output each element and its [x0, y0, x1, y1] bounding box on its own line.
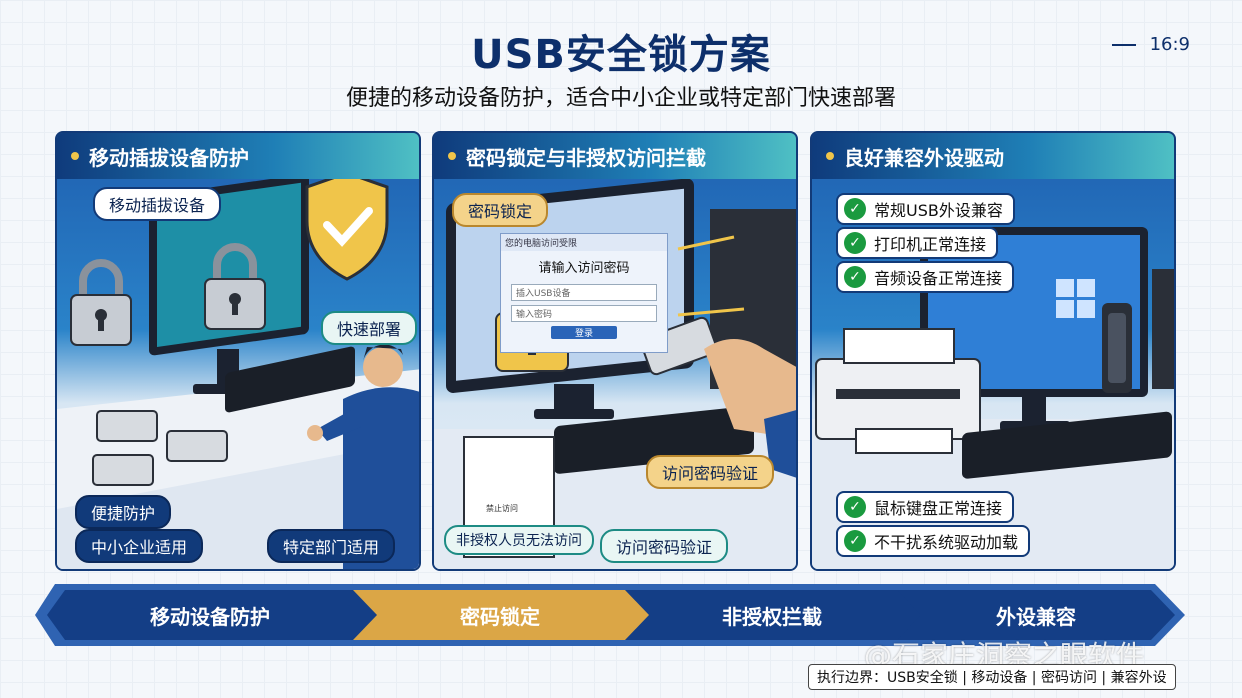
keyboard — [225, 346, 355, 413]
panel-header: 移动插拔设备防护 — [57, 133, 419, 179]
padlock-icon — [204, 243, 266, 330]
windows-logo-icon — [1056, 279, 1095, 318]
tag-mobile-device: 移动插拔设备 — [93, 187, 222, 221]
usb-hub — [96, 410, 158, 442]
flow-bar-arrows — [35, 584, 1185, 646]
login-dialog: 您的电脑访问受限 请输入访问密码 插入USB设备 输入密码 登录 — [500, 233, 668, 353]
tag-password-lock: 密码锁定 — [452, 193, 549, 227]
pc-tower — [1152, 269, 1174, 389]
check-label: 打印机正常连接 — [874, 235, 987, 254]
tag-fast-deploy: 快速部署 — [321, 311, 418, 345]
check-icon: ✓ — [844, 496, 866, 518]
check-label: 鼠标键盘正常连接 — [874, 499, 1003, 518]
tag-convenient-protection: 便捷防护 — [75, 495, 172, 529]
document-label: 禁止访问 — [486, 504, 518, 513]
panel-header: 良好兼容外设驱动 — [812, 133, 1174, 179]
check-icon: ✓ — [844, 530, 866, 552]
aspect-ratio-label: 16:9 — [1111, 34, 1190, 55]
page-title: USB安全锁方案 — [471, 32, 771, 78]
arrow-icon — [677, 307, 745, 317]
padlock-icon — [70, 259, 132, 346]
printer-icon — [815, 328, 981, 454]
tag-password-verify-2: 访问密码验证 — [600, 529, 729, 563]
check-item: ✓ 打印机正常连接 — [836, 227, 999, 259]
panel-title: 密码锁定与非授权访问拦截 — [466, 145, 706, 170]
panel-mobile-device-protection: 移动插拔设备防护 — [55, 131, 421, 571]
footer-boundary-note: 执行边界：USB安全锁 | 移动设备 | 密码访问 | 兼容外设 — [808, 664, 1176, 690]
check-icon: ✓ — [844, 266, 866, 288]
flow-step-2: 密码锁定 — [460, 604, 540, 629]
check-item: ✓ 鼠标键盘正常连接 — [836, 491, 1015, 523]
monitor-stand — [1022, 394, 1046, 424]
panel-title: 良好兼容外设驱动 — [844, 145, 1004, 170]
check-label: 常规USB外设兼容 — [874, 201, 1003, 220]
flow-segment-bg — [353, 590, 651, 640]
dash-icon — [1111, 43, 1136, 46]
flow-step-3: 非授权拦截 — [722, 604, 822, 629]
aspect-ratio-text: 16:9 — [1149, 34, 1190, 55]
arrow-icon — [677, 235, 735, 251]
flow-step-4: 外设兼容 — [996, 604, 1076, 629]
usb-field[interactable]: 插入USB设备 — [511, 284, 657, 301]
panel-title: 移动插拔设备防护 — [89, 145, 249, 170]
dialog-header: 您的电脑访问受限 — [501, 234, 667, 251]
check-label: 不干扰系统驱动加载 — [874, 533, 1019, 552]
flow-segment-bg — [47, 590, 379, 640]
flow-segment-bg — [897, 590, 1175, 640]
panel-password-lock: 密码锁定与非授权访问拦截 您的电脑访问受限 请输入访问密码 插入USB设备 输入… — [432, 131, 798, 571]
flow-bar: 移动设备防护 密码锁定 非授权拦截 外设兼容 — [35, 584, 1185, 646]
page-subtitle: 便捷的移动设备防护，适合中小企业或特定部门快速部署 — [345, 86, 896, 111]
hand-holding-usb — [640, 316, 796, 478]
tag-smb-suitable: 中小企业适用 — [75, 529, 204, 563]
bullet-icon — [448, 152, 456, 160]
flow-step-1: 移动设备防护 — [150, 604, 270, 629]
bullet-icon — [826, 152, 834, 160]
dialog-prompt: 请输入访问密码 — [538, 261, 630, 276]
panel-peripheral-compat: 良好兼容外设驱动 ✓ 常规USB外设兼容 ✓ 打印机正常连接 ✓ — [810, 131, 1176, 571]
check-icon: ✓ — [844, 232, 866, 254]
tag-department-suitable: 特定部门适用 — [267, 529, 396, 563]
login-button[interactable]: 登录 — [551, 326, 617, 339]
check-item: ✓ 音频设备正常连接 — [836, 261, 1015, 293]
shield-check-icon — [305, 179, 389, 281]
check-icon: ✓ — [844, 198, 866, 220]
monitor-base — [534, 409, 614, 419]
check-item: ✓ 不干扰系统驱动加载 — [836, 525, 1031, 557]
tag-password-verify: 访问密码验证 — [646, 455, 775, 489]
password-field[interactable]: 输入密码 — [511, 305, 657, 322]
tag-unauthorized-blocked: 非授权人员无法访问 — [444, 525, 594, 555]
usb-hub — [92, 454, 154, 486]
panel-illustration — [57, 179, 419, 569]
check-label: 音频设备正常连接 — [874, 269, 1003, 288]
check-item: ✓ 常规USB外设兼容 — [836, 193, 1015, 225]
panel-header: 密码锁定与非授权访问拦截 — [434, 133, 796, 179]
keyboard — [962, 411, 1172, 479]
speaker-icon — [1102, 303, 1132, 393]
bullet-icon — [71, 152, 79, 160]
usb-hub — [166, 430, 228, 462]
person-figure — [307, 344, 419, 569]
flow-segment-bg — [625, 590, 923, 640]
